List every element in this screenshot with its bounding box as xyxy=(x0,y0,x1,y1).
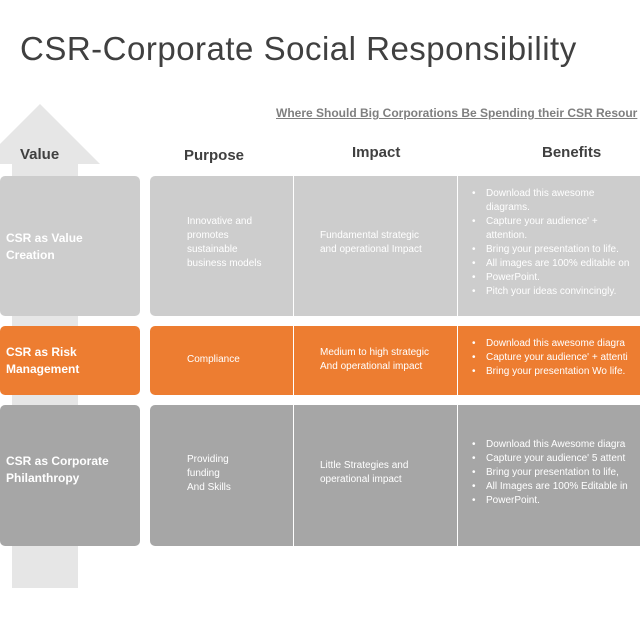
benefit-item: PowerPoint. xyxy=(470,271,640,285)
benefit-item: Pitch your ideas convincingly. xyxy=(470,285,640,299)
benefit-item: Download this awesome diagra xyxy=(470,337,640,351)
subtitle: Where Should Big Corporations Be Spendin… xyxy=(276,106,638,120)
column-header-impact: Impact xyxy=(352,144,401,161)
row-label-panel-corporate-philanthropy: CSR as Corporate Philanthropy xyxy=(0,405,140,546)
benefit-item: PowerPoint. xyxy=(470,494,640,508)
impact-cell: Little Strategies and operational impact xyxy=(320,460,409,485)
benefit-item: Capture your audience' + attenti xyxy=(470,351,640,365)
benefits-list: Download this awesome diagrams. Capture … xyxy=(470,187,640,299)
benefit-item-continuation: attention. xyxy=(486,230,528,241)
row-label: CSR as Corporate Philanthropy xyxy=(6,454,109,485)
purpose-cell: Compliance xyxy=(187,354,240,365)
benefit-item: Bring your presentation Wo life. xyxy=(470,365,640,379)
benefits-list: Download this Awesome diagra Capture you… xyxy=(470,438,640,508)
benefit-item: Bring your presentation to life. xyxy=(470,243,640,257)
benefit-item: Capture your audience' 5 attent xyxy=(470,452,640,466)
divider xyxy=(457,176,458,316)
benefit-item: Capture your audience' + xyxy=(470,215,640,229)
impact-cell: Fundamental strategic and operational Im… xyxy=(320,230,422,255)
benefit-item: All Images are 100% Editable in xyxy=(470,480,640,494)
page-title: CSR-Corporate Social Responsibility xyxy=(20,30,577,67)
benefits-list: Download this awesome diagra Capture you… xyxy=(470,337,640,379)
divider xyxy=(293,405,294,546)
column-header-purpose: Purpose xyxy=(184,147,245,164)
divider xyxy=(457,326,458,395)
benefit-item: All images are 100% editable on xyxy=(470,257,640,271)
impact-cell: Medium to high strategic And operational… xyxy=(320,347,429,372)
row-label-panel-value-creation: CSR as Value Creation xyxy=(0,176,140,316)
column-header-benefits: Benefits xyxy=(542,144,602,161)
purpose-cell: Providing funding And Skills xyxy=(187,454,231,493)
row-label: CSR as Value Creation xyxy=(6,231,83,262)
benefit-item: Download this awesome xyxy=(470,187,640,201)
column-header-value: Value xyxy=(20,146,60,163)
benefit-item: Bring your presentation to life, xyxy=(470,466,640,480)
row-label: CSR as Risk Management xyxy=(6,345,80,376)
divider xyxy=(293,176,294,316)
divider xyxy=(457,405,458,546)
benefit-item: Download this Awesome diagra xyxy=(470,438,640,452)
divider xyxy=(293,326,294,395)
benefit-item-continuation: diagrams. xyxy=(486,202,530,213)
row-label-panel-risk-management: CSR as Risk Management xyxy=(0,326,140,395)
purpose-cell: Innovative and promotes sustainable busi… xyxy=(187,216,262,269)
